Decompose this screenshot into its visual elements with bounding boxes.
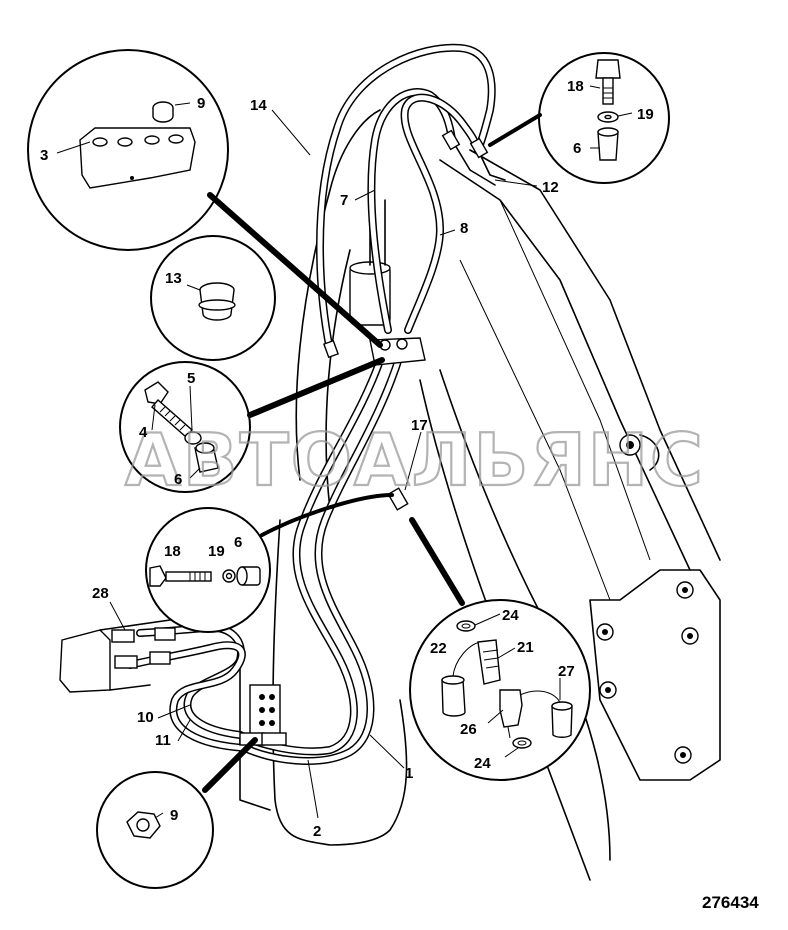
detail-circle-bracket	[27, 49, 383, 348]
callout-5-washer: 5	[187, 370, 195, 387]
callout-19-washer-top: 19	[637, 106, 654, 123]
callout-24-seal-bottom: 24	[474, 755, 491, 772]
callout-2-pipe: 2	[313, 823, 321, 840]
detail-circle-nut	[96, 737, 258, 889]
detail-circle-bolt-assembly	[145, 493, 394, 633]
callout-4-bolt: 4	[139, 424, 148, 441]
callout-1-pipe: 1	[405, 765, 413, 782]
callout-17-fitting: 17	[411, 417, 428, 434]
hose-lines	[126, 43, 506, 765]
callout-7-hose: 7	[340, 192, 348, 209]
callout-22-cap: 22	[430, 640, 447, 657]
callout-26-coupling: 26	[460, 721, 477, 738]
callout-10-hose: 10	[137, 709, 154, 726]
callout-6-spacer-low: 6	[234, 534, 242, 551]
callout-labels: 9 3 14 7 8 12 18 19 6 13 5 4 6 17 18 19 …	[40, 78, 654, 840]
callout-28-valve: 28	[92, 585, 109, 602]
callout-14-hose: 14	[250, 97, 267, 114]
reference-number: 276434	[702, 893, 759, 912]
callout-18-bolt-mid: 18	[164, 543, 181, 560]
watermark-text: АВТОАЛЬЯНС	[125, 418, 705, 502]
callout-8-hose: 8	[460, 220, 468, 237]
detail-circle-bush	[150, 235, 276, 361]
callout-27-cap: 27	[558, 663, 575, 680]
leader-lines	[56, 85, 633, 819]
callout-9-bush: 9	[197, 95, 205, 112]
callout-18-bolt-top: 18	[567, 78, 584, 95]
callout-12-fitting: 12	[542, 179, 559, 196]
callout-9-nut: 9	[170, 807, 178, 824]
callout-6-spacer-top: 6	[573, 140, 581, 157]
callout-19-washer-mid: 19	[208, 543, 225, 560]
callout-6-spacer-mid: 6	[174, 471, 182, 488]
callout-21-coupling: 21	[517, 639, 534, 656]
detail-circle-coupling	[409, 517, 591, 781]
callout-24-seal-top: 24	[502, 607, 519, 624]
callout-3-bracket: 3	[40, 147, 48, 164]
detail-circle-bolt	[119, 357, 385, 493]
callout-13-bush: 13	[165, 270, 182, 287]
detail-circle-top-right	[488, 52, 670, 184]
callout-11-hose: 11	[155, 732, 171, 749]
